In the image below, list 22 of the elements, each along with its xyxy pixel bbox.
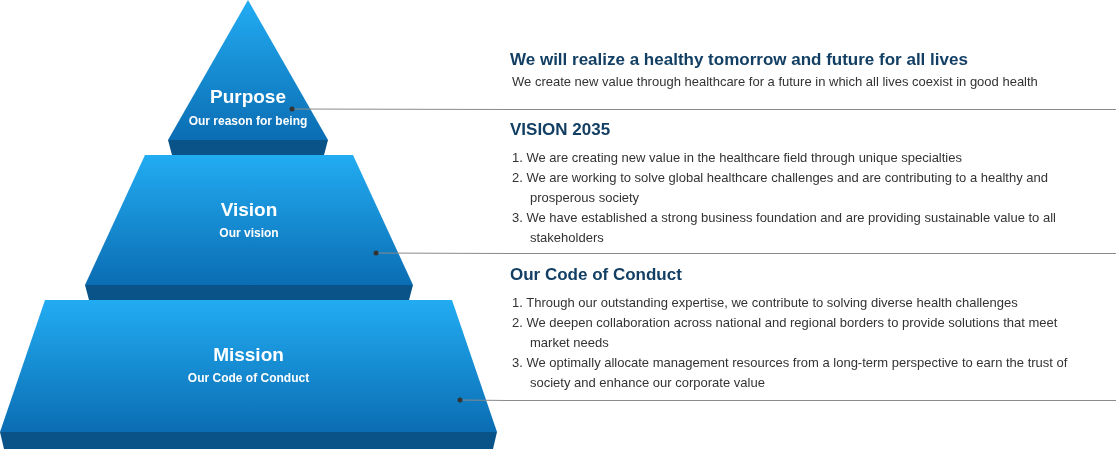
tier-subtitle: Our vision (218, 226, 280, 240)
list-item: 1. Through our outstanding expertise, we contribute to solving diverse health challenges (512, 294, 1019, 312)
list-item: 1. We are creating new value in the healthcare field through unique specialties (512, 149, 963, 167)
tier-subtitle: Our Code of Conduct (186, 371, 311, 385)
leader-line (289, 106, 509, 112)
list-item: 3. We have established a strong business foundation and are providing sustainable value to all stakeholders (512, 209, 1057, 247)
tier-title: Mission (212, 344, 285, 366)
list-item: 2. We deepen collaboration across national and regional borders to provide solutions that meet market needs (512, 314, 1059, 352)
text-section (508, 50, 1116, 110)
list-item: 2. We are working to solve global healthcare challenges and are contributing to a healthy and prosperous society (512, 169, 1049, 207)
section-heading: VISION 2035 (510, 120, 611, 140)
text-section (508, 120, 1116, 254)
section-heading: We will realize a healthy tomorrow and future for all lives (510, 50, 968, 70)
leader-line (373, 250, 509, 256)
tier-title: Vision (219, 199, 279, 221)
tier-subtitle: Our reason for being (187, 114, 309, 128)
text-section (508, 265, 1116, 401)
section-heading: Our Code of Conduct (510, 265, 682, 285)
list-item: 3. We optimally allocate management resources from a long-term perspective to earn the trust of society and enhance our corporate value (512, 354, 1069, 392)
section-text: We create new value through healthcare for a future in which all lives coexist in good health (512, 73, 1039, 91)
tier-title: Purpose (209, 86, 287, 108)
leader-line (457, 397, 509, 403)
